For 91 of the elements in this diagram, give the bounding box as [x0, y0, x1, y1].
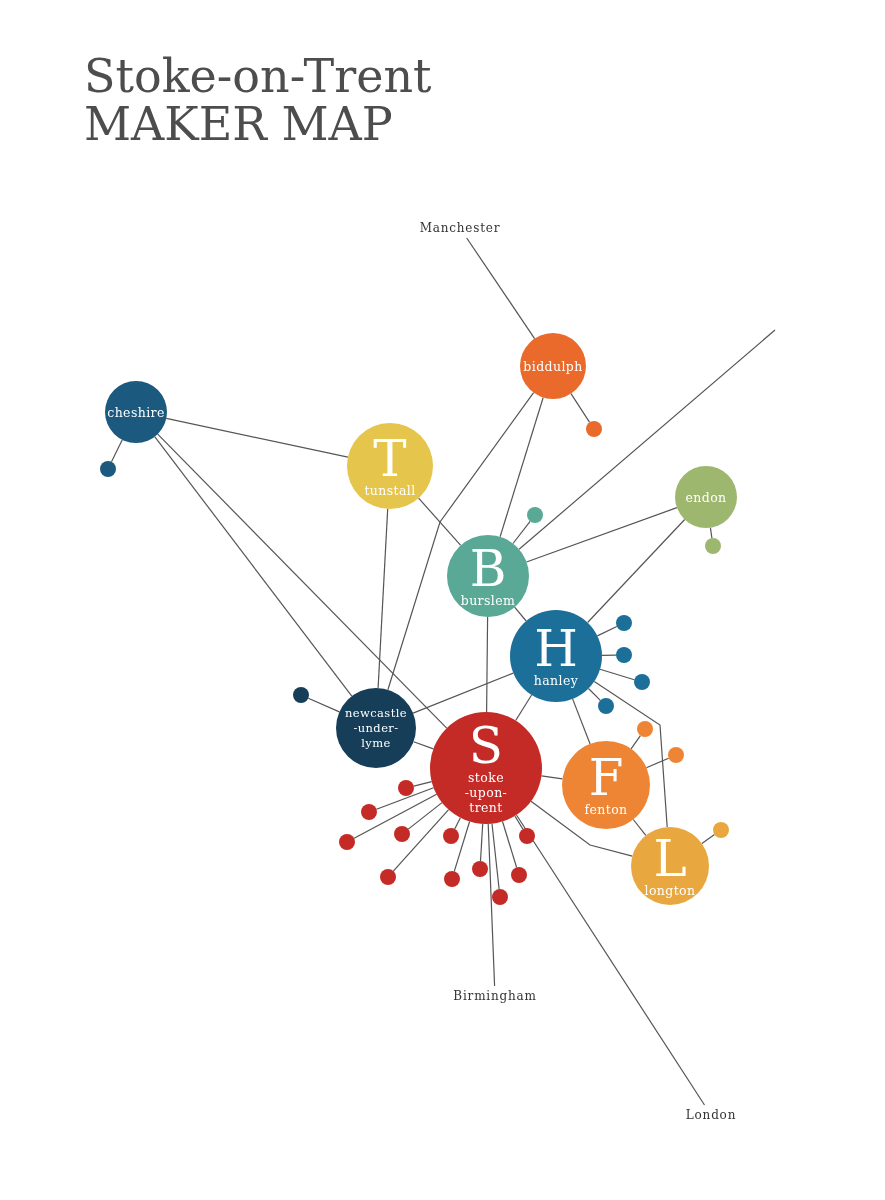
- connector-line: [601, 654, 617, 656]
- place-name: biddulph: [523, 358, 583, 374]
- place-name: newcastle -under- lyme: [344, 705, 408, 751]
- connector-line: [110, 439, 123, 463]
- connector-line: [572, 698, 591, 745]
- connector-line: [570, 393, 591, 423]
- place-name: longton: [644, 882, 696, 898]
- connector-line: [454, 817, 461, 830]
- dot-marker: [443, 828, 459, 844]
- connector-line: [466, 237, 536, 340]
- place-name: fenton: [584, 801, 628, 817]
- connector-line: [486, 616, 489, 713]
- connector-line: [407, 802, 443, 830]
- city-name: Manchester: [419, 221, 501, 235]
- dot-marker: [472, 861, 488, 877]
- connector-line: [630, 735, 641, 750]
- connector-line: [375, 787, 435, 810]
- dot-marker: [293, 687, 309, 703]
- dot-marker: [598, 698, 614, 714]
- connector-line: [377, 508, 389, 689]
- connector-line: [515, 694, 533, 722]
- place-name: tunstall: [364, 482, 416, 498]
- dot-marker: [634, 674, 650, 690]
- connector-line: [453, 820, 471, 872]
- connector-line: [596, 625, 618, 637]
- connector-line: [530, 800, 633, 857]
- place-name: cheshire: [107, 404, 165, 420]
- connector-line: [540, 775, 563, 780]
- connector-line: [479, 823, 484, 862]
- connector-line: [709, 527, 713, 539]
- connector-line: [307, 697, 340, 713]
- place-initial: F: [588, 753, 624, 802]
- place-circle: [510, 610, 602, 702]
- connector-line: [412, 672, 514, 714]
- dot-marker: [394, 826, 410, 842]
- connector-line: [487, 823, 496, 987]
- connector-line: [413, 741, 434, 750]
- dot-marker: [361, 804, 377, 820]
- connector-line: [491, 823, 500, 890]
- connector-line: [515, 814, 706, 1106]
- connector-line: [701, 834, 716, 845]
- connector-line: [499, 396, 544, 538]
- city-name: Birmingham: [453, 989, 537, 1003]
- dot-marker: [100, 461, 116, 477]
- place-initial: H: [534, 624, 578, 673]
- connector-line: [418, 497, 462, 546]
- place-initial: L: [653, 834, 687, 883]
- connector-line: [157, 433, 448, 729]
- dot-marker: [705, 538, 721, 554]
- dot-marker: [586, 421, 602, 437]
- dot-marker: [616, 615, 632, 631]
- place-name: hanley: [533, 672, 579, 688]
- dot-marker: [637, 721, 653, 737]
- connector-line: [512, 520, 531, 545]
- connector-line: [645, 757, 670, 769]
- dot-marker: [444, 871, 460, 887]
- city-name: London: [685, 1108, 737, 1122]
- connector-line: [154, 436, 353, 697]
- dot-marker: [527, 507, 543, 523]
- dot-marker: [380, 869, 396, 885]
- connector-line: [593, 680, 668, 828]
- dot-marker: [398, 780, 414, 796]
- connector-line: [165, 417, 349, 458]
- place-name: burslem: [460, 592, 516, 608]
- connector-line: [518, 329, 776, 550]
- dot-marker: [668, 747, 684, 763]
- connector-line: [525, 507, 678, 563]
- connector-line: [632, 818, 647, 836]
- title: Stoke-on-Trent MAKER MAP: [84, 52, 433, 148]
- place-initial: B: [469, 544, 507, 593]
- connector-line: [514, 815, 524, 830]
- place-initial: S: [468, 721, 504, 770]
- dot-marker: [616, 647, 632, 663]
- dot-marker: [511, 867, 527, 883]
- connector-line: [387, 392, 535, 691]
- connector-line: [587, 518, 686, 624]
- connector-line: [599, 668, 635, 681]
- dot-marker: [492, 889, 508, 905]
- place-circle: [562, 741, 650, 829]
- place-name: endon: [685, 489, 727, 505]
- connector-line: [501, 820, 518, 868]
- place-initial: T: [373, 434, 407, 483]
- connector-line: [392, 809, 450, 872]
- dot-marker: [339, 834, 355, 850]
- place-name: stoke -upon- trent: [463, 769, 509, 815]
- connector-line: [514, 606, 527, 622]
- connector-line: [353, 793, 438, 839]
- dot-marker: [519, 828, 535, 844]
- place-circle: [447, 535, 529, 617]
- connector-line: [413, 781, 433, 787]
- dot-marker: [713, 822, 729, 838]
